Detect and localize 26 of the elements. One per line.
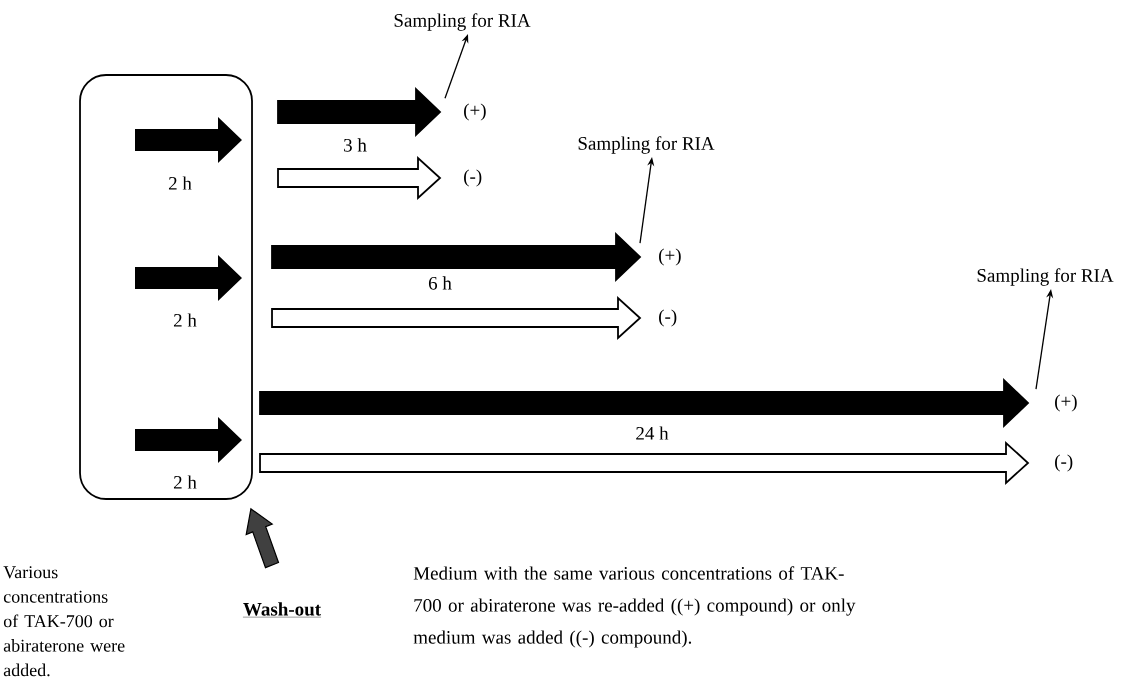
block-arrow: [271, 231, 642, 283]
edge-label: 6 h: [427, 275, 453, 291]
sign-label: (+): [464, 103, 486, 121]
block-arrow: [245, 507, 280, 569]
underlined-label: Wash-out: [242, 602, 322, 618]
block-arrow: [277, 155, 442, 201]
note-text: Various concentrations of TAK-700 or abiraterone were added.: [3, 566, 125, 677]
sign-label: (-): [1055, 454, 1073, 472]
sign-label: (+): [1055, 394, 1077, 412]
block-arrow: [259, 377, 1030, 429]
block-arrow: [271, 295, 642, 341]
sign-label: (+): [659, 248, 681, 266]
rounded-box: [79, 74, 253, 500]
sign-label: (-): [659, 309, 677, 327]
time-label: 2 h: [172, 474, 198, 490]
block-arrow: [277, 86, 442, 138]
sampling-label: Sampling for RIA: [977, 268, 1114, 286]
time-label: 2 h: [172, 312, 198, 328]
note-text: Medium with the same various concentrations of TAK-700 or abiraterone was re-added ((+) compound) or only medium was added ((-) compound).: [413, 566, 856, 648]
block-arrow: [259, 440, 1030, 486]
time-label: 2 h: [167, 175, 193, 191]
sign-label: (-): [464, 169, 482, 187]
sampling-label: Sampling for RIA: [394, 13, 531, 31]
sampling-label: Sampling for RIA: [578, 136, 715, 154]
edge-label: 3 h: [342, 137, 368, 153]
edge-label: 24 h: [634, 425, 670, 441]
